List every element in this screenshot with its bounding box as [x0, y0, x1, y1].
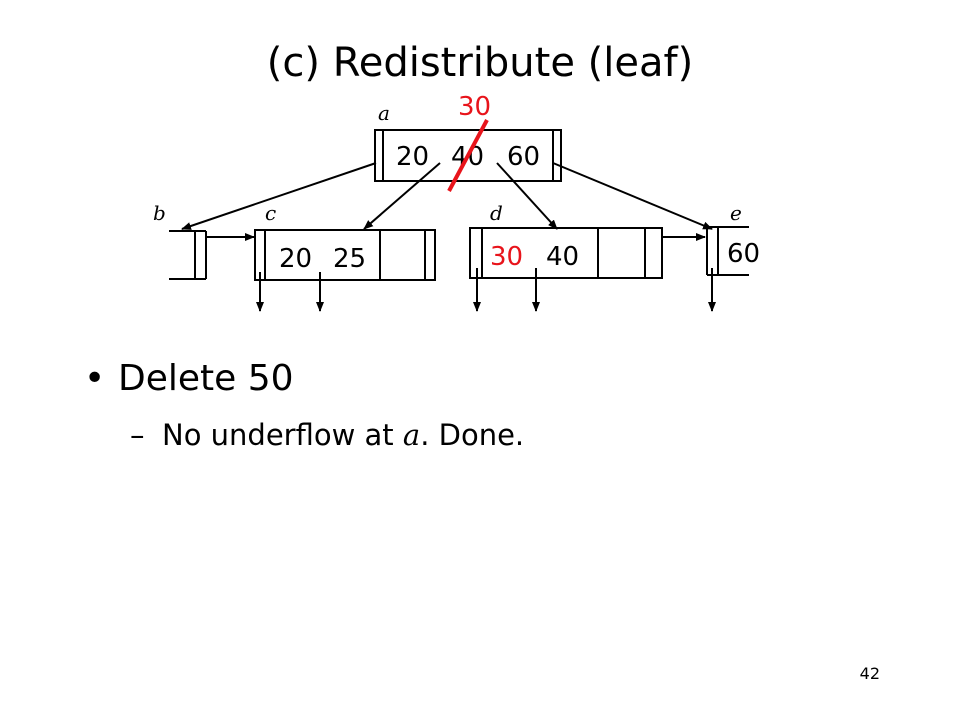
node-b: b: [153, 201, 207, 280]
node-d-key-2: 40: [546, 242, 579, 272]
page-number: 42: [859, 664, 880, 683]
pointer-a-e: [552, 162, 713, 230]
strike-line: [447, 119, 489, 192]
node-c-label: c: [265, 201, 276, 225]
bullet-text: Delete 50: [118, 358, 294, 399]
node-d: d 30 40: [469, 201, 663, 279]
sub-bullet: –No underflow at a. Done.: [130, 418, 524, 452]
node-c-key-2: 25: [333, 244, 366, 274]
node-a-key-1: 20: [396, 142, 429, 172]
sub-bullet-variable: a: [402, 418, 421, 452]
pointer-a-b: [181, 162, 377, 230]
node-e: e 60: [706, 201, 760, 276]
node-a-label: a: [378, 101, 390, 125]
sub-bullet-text-post: . Done.: [420, 418, 525, 452]
bullet-delete: • Delete 50: [84, 358, 294, 399]
node-e-label: e: [730, 201, 742, 225]
new-separator-key: 30: [458, 92, 491, 122]
sub-bullet-marker: –: [130, 418, 145, 452]
node-a-key-3: 60: [507, 142, 540, 172]
node-c-key-1: 20: [279, 244, 312, 274]
node-d-key-1: 30: [490, 242, 523, 272]
node-d-label: d: [490, 201, 503, 225]
node-b-label: b: [153, 201, 166, 225]
pointer-a-d: [496, 162, 558, 230]
sub-bullet-text-pre: No underflow at: [162, 418, 403, 452]
node-e-key-1: 60: [727, 239, 760, 269]
node-c: c 20 25: [254, 201, 436, 281]
slide-title: (c) Redistribute (leaf): [266, 40, 694, 86]
pointer-a-c: [363, 162, 441, 230]
bullet-marker: •: [84, 358, 106, 399]
